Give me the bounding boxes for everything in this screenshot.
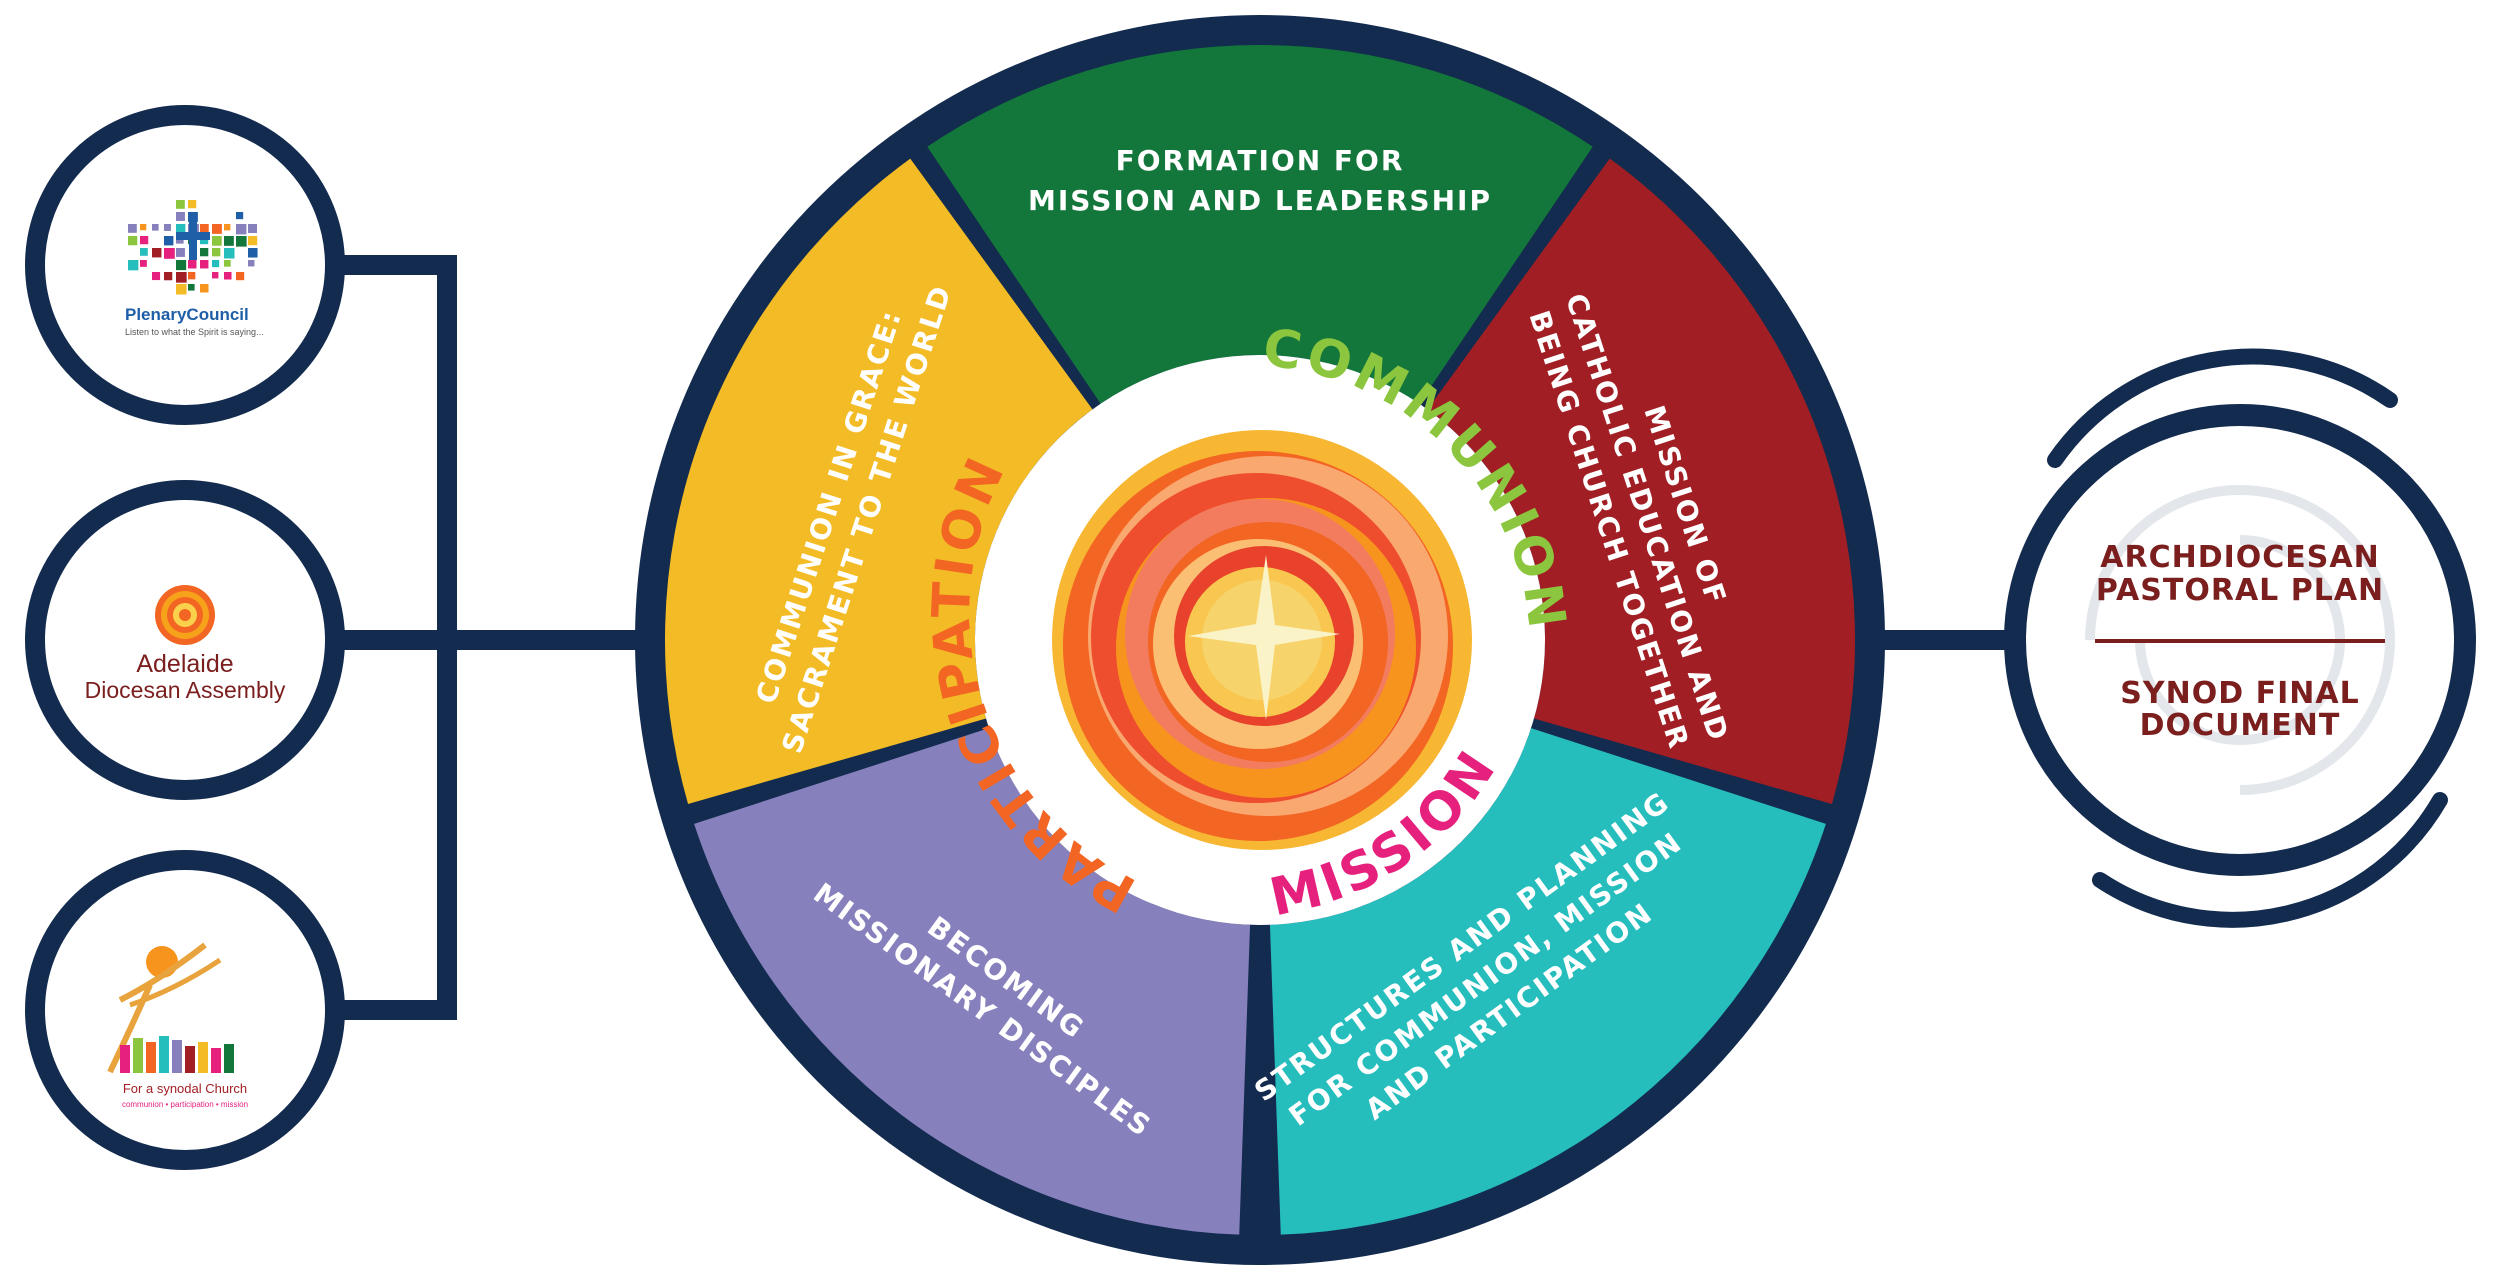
mosaic-tile [200, 224, 209, 233]
mosaic-tile [152, 272, 161, 281]
mosaic-tile [188, 260, 197, 269]
segment-communion-grace [665, 158, 1093, 805]
mosaic-tile [212, 248, 221, 257]
mosaic-tile [224, 260, 231, 267]
mosaic-tile [200, 248, 209, 257]
mosaic-tile [164, 236, 174, 246]
mosaic-tile [152, 248, 162, 258]
segment-disciples [694, 728, 1251, 1235]
mosaic-tile [224, 224, 231, 231]
mosaic-tile [212, 260, 220, 268]
mosaic-tile [152, 224, 159, 231]
assembly-line2: Diocesan Assembly [85, 677, 286, 703]
synodal-line1: For a synodal Church [123, 1081, 247, 1096]
mosaic-tile [200, 260, 209, 269]
mosaic-tile [248, 260, 255, 267]
concentric-rings-icon [155, 585, 215, 645]
svg-text:MISSION AND LEADERSHIP: MISSION AND LEADERSHIP [1028, 184, 1492, 217]
mosaic-tile [176, 284, 187, 295]
mosaic-tile [236, 212, 244, 220]
mosaic-tile [200, 236, 209, 245]
watermark-swirl-icon [2085, 485, 2395, 795]
segment-formation [927, 45, 1593, 404]
mosaic-tile [236, 224, 247, 235]
mosaic-tile [188, 212, 198, 222]
archdiocesan-plan-circle: ARCHDIOCESAN PASTORAL PLAN SYNOD FINAL D… [2004, 348, 2476, 928]
australia-mosaic-icon [128, 200, 258, 295]
segment-structures [1269, 728, 1826, 1235]
svg-text:FORMATION FOR: FORMATION FOR [1116, 144, 1405, 177]
plenary-council-tagline: Listen to what the Spirit is saying... [125, 327, 264, 337]
mosaic-tile [164, 224, 171, 231]
blue-cross-icon [176, 220, 210, 260]
assembly-line1: Adelaide [136, 650, 233, 678]
synod-doc-line1: SYNOD FINAL [2120, 676, 2359, 711]
mosaic-tile [176, 248, 185, 257]
synodal-church-logo-circle: For a synodal Church communion • partici… [25, 850, 345, 1170]
wheel-segments [665, 45, 1855, 1235]
left-connectors [330, 255, 640, 1020]
plenary-council-logo-circle: PlenaryCouncil Listen to what the Spirit… [25, 105, 345, 425]
mosaic-tile [176, 200, 185, 209]
segment-formation-label: FORMATION FOR MISSION AND LEADERSHIP [1028, 144, 1492, 217]
mosaic-tile [128, 260, 139, 271]
mosaic-tile [224, 272, 232, 280]
mosaic-tile [188, 200, 197, 209]
segment-catholic-education [1427, 158, 1855, 805]
mosaic-tile [164, 272, 173, 281]
mosaic-tile [224, 248, 235, 259]
mosaic-tile [188, 284, 195, 291]
mosaic-tile [140, 260, 147, 267]
mosaic-tile [248, 224, 258, 234]
archdiocesan-title-line2: PASTORAL PLAN [2096, 573, 2384, 608]
synodal-line2: communion • participation • mission [122, 1100, 248, 1109]
mosaic-tile [176, 272, 187, 283]
mosaic-tile [176, 212, 185, 221]
mosaic-tile [140, 248, 148, 256]
mosaic-tile [212, 224, 222, 234]
mosaic-tile [176, 224, 186, 234]
mosaic-tile [176, 260, 187, 271]
mosaic-tile [248, 248, 258, 258]
mosaic-tile [140, 236, 149, 245]
cross-icon [1188, 555, 1340, 720]
mosaic-tile [200, 284, 209, 293]
mosaic-tile [248, 236, 258, 246]
mosaic-tile [224, 236, 234, 246]
plenary-council-name: PlenaryCouncil [125, 305, 249, 324]
mosaic-tile [188, 272, 196, 280]
mosaic-tile [140, 224, 147, 231]
mosaic-tile [164, 248, 175, 259]
mosaic-tile [212, 236, 222, 246]
mosaic-tile [212, 272, 219, 279]
mosaic-tile [236, 236, 247, 247]
mosaic-tile [128, 224, 137, 233]
archdiocesan-title-line1: ARCHDIOCESAN [2100, 540, 2379, 575]
mosaic-tile [128, 236, 138, 246]
synod-doc-line2: DOCUMENT [2140, 708, 2341, 743]
synod-people-icon [107, 942, 234, 1074]
mosaic-tile [236, 272, 245, 281]
adelaide-diocesan-assembly-logo-circle: Adelaide Diocesan Assembly [25, 480, 345, 800]
